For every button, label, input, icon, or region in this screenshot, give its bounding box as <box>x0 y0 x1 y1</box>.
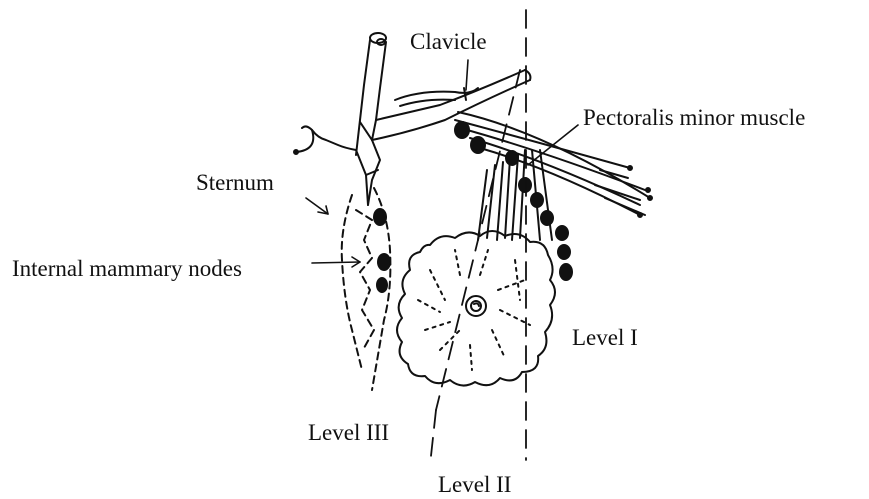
lymph-nodes <box>373 121 573 293</box>
pectoralis-minor-muscle-label: Pectoralis minor muscle <box>583 106 805 129</box>
level-3-boundary-line <box>436 70 520 410</box>
sternum-label: Sternum <box>196 171 274 194</box>
level-3-boundary-line-lower <box>430 410 436 465</box>
level-3-label: Level III <box>308 421 389 444</box>
level-1-label: Level I <box>572 326 638 349</box>
pectoralis-leader <box>528 125 578 165</box>
clavicle-leader <box>466 60 468 90</box>
sternum-arrow <box>306 198 328 214</box>
clavicle-label: Clavicle <box>410 30 487 53</box>
internal-mammary-nodes-label: Internal mammary nodes <box>12 257 242 280</box>
level-2-label: Level II <box>438 473 511 496</box>
sternum-shape <box>294 126 380 205</box>
internal-mammary-arrow <box>312 262 360 263</box>
breast-shape <box>397 231 555 386</box>
